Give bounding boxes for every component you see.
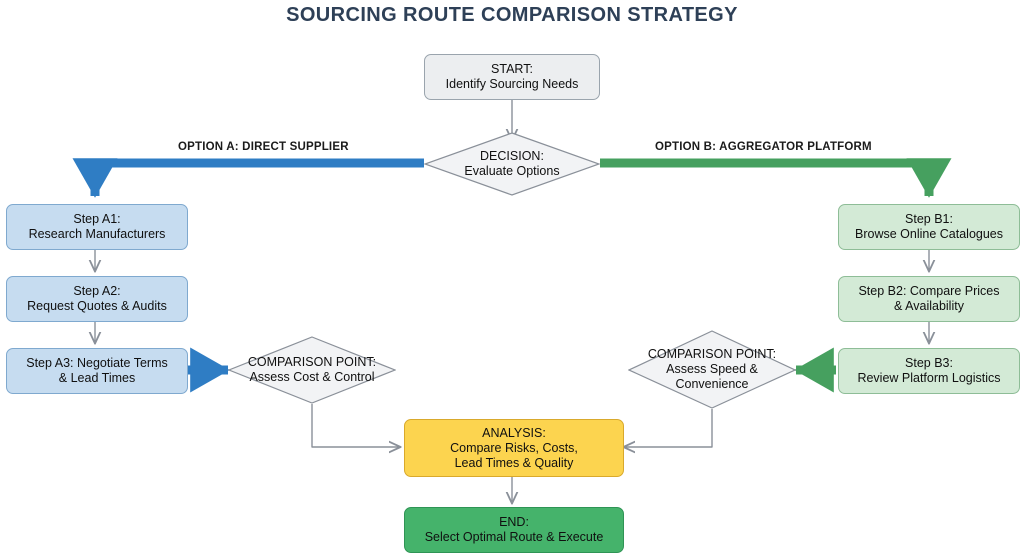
diamond-shape [424,132,600,196]
branch-label-option-b: OPTION B: AGGREGATOR PLATFORM [655,141,872,153]
node-end-line1: END: [499,515,529,529]
node-comparison-right[interactable]: COMPARISON POINT: Assess Speed & Conveni… [628,330,796,409]
branch-label-option-a: OPTION A: DIRECT SUPPLIER [178,141,349,153]
node-analysis-line3: Lead Times & Quality [454,455,574,470]
node-step-a1[interactable]: Step A1: Research Manufacturers [6,204,188,250]
node-step-a1-line2: Research Manufacturers [28,227,166,241]
node-comparison-right-line3: Convenience [675,377,749,391]
node-step-a2[interactable]: Step A2: Request Quotes & Audits [6,276,188,322]
node-end[interactable]: END: Select Optimal Route & Execute [404,507,624,553]
node-comparison-left[interactable]: COMPARISON POINT: Assess Cost & Control [228,336,396,404]
node-step-b1-line2: Browse Online Catalogues [855,227,1003,241]
node-step-a3-line1: Step A3: Negotiate Terms [26,356,168,370]
node-step-a3[interactable]: Step A3: Negotiate Terms & Lead Times [6,348,188,394]
node-decision-line1: DECISION: [480,149,544,163]
node-step-a2-line2: Request Quotes & Audits [27,299,167,313]
node-step-b2-line1: Step B2: Compare Prices [858,284,1000,298]
node-comparison-right-line2: Assess Speed & [666,362,758,376]
node-analysis-line2: Compare Risks, Costs, [450,440,578,455]
node-decision[interactable]: DECISION: Evaluate Options [424,132,600,196]
node-comparison-right-line1: COMPARISON POINT: [647,347,777,361]
node-step-b2-line2: & Availability [894,299,964,313]
diamond-shape [628,330,796,409]
node-analysis-line1: ANALYSIS: [482,425,546,440]
node-start-line1: START: [491,62,533,76]
node-step-b3-line2: Review Platform Logistics [857,371,1001,385]
node-step-b2[interactable]: Step B2: Compare Prices & Availability [838,276,1020,322]
node-comparison-left-line1: COMPARISON POINT: [247,355,377,369]
diamond-shape [228,336,396,404]
node-step-b1[interactable]: Step B1: Browse Online Catalogues [838,204,1020,250]
node-start-line2: Identify Sourcing Needs [445,77,579,91]
node-step-a3-line2: & Lead Times [58,371,136,385]
node-step-a2-line1: Step A2: [73,284,121,298]
node-analysis[interactable]: ANALYSIS: Compare Risks, Costs, Lead Tim… [404,419,624,477]
node-start[interactable]: START: Identify Sourcing Needs [424,54,600,100]
node-step-b1-line1: Step B1: [905,212,953,226]
node-step-a1-line1: Step A1: [73,212,121,226]
node-decision-line2: Evaluate Options [464,164,560,178]
node-step-b3-line1: Step B3: [905,356,953,370]
node-step-b3[interactable]: Step B3: Review Platform Logistics [838,348,1020,394]
node-comparison-left-line2: Assess Cost & Control [249,370,375,384]
node-end-line2: Select Optimal Route & Execute [424,530,604,544]
page-title: SOURCING ROUTE COMPARISON STRATEGY [286,4,738,26]
